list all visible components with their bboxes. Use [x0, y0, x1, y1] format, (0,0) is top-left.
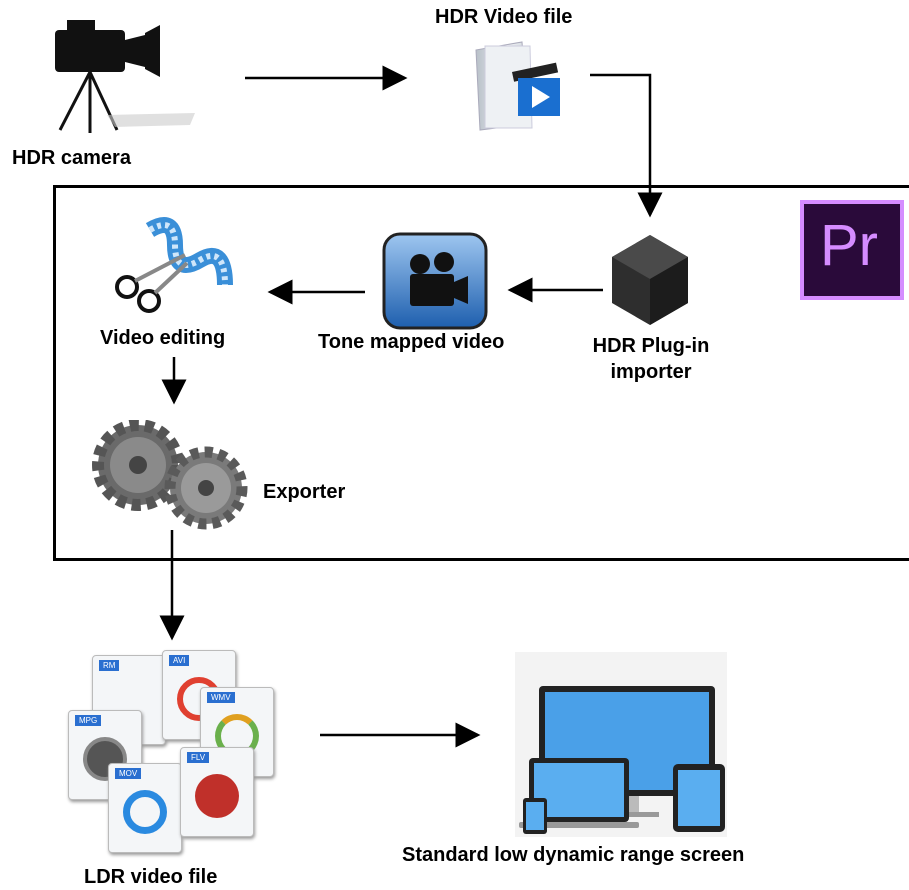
file-format-tag: MPG	[75, 715, 102, 726]
gears-icon	[92, 420, 248, 530]
film-reel-icon	[83, 737, 127, 781]
file-icon-mpg: MPG	[68, 710, 142, 800]
plugin-cube-icon	[612, 235, 688, 325]
file-format-tag: MOV	[115, 768, 142, 779]
ldr-video-file-label: LDR video file	[84, 866, 218, 888]
hdr-plugin-label-line2: importer	[610, 361, 692, 383]
film-scissors-icon	[115, 217, 233, 313]
hdr-camera-label: HDR camera	[12, 147, 131, 169]
premiere-region-box	[53, 185, 909, 561]
file-icon-flv: FLV	[180, 747, 254, 837]
video-editing-label: Video editing	[100, 327, 226, 349]
file-format-tag: FLV	[187, 752, 210, 763]
hdr-video-file-label: HDR Video file	[435, 6, 573, 28]
movie-camera-app-icon	[382, 232, 488, 330]
premiere-logo-text: Pr	[820, 213, 878, 278]
file-format-tag: RM	[99, 660, 120, 671]
tone-mapped-video-label: Tone mapped video	[318, 331, 505, 353]
quicktime-icon	[123, 790, 167, 834]
video-file-icon	[475, 41, 560, 131]
video-camera-icon	[55, 20, 195, 133]
exporter-label: Exporter	[263, 481, 346, 503]
ldr-file-stack: RM AVI WMV MPG MOV FLV	[60, 645, 275, 860]
devices-screen-icon	[515, 652, 727, 837]
file-icon-mov: MOV	[108, 763, 182, 853]
file-format-tag: WMV	[207, 692, 235, 703]
screen-label: Standard low dynamic range screen	[402, 844, 745, 866]
hdr-plugin-label-line1: HDR Plug-in	[592, 335, 710, 357]
arrow-file-to-plugin	[590, 73, 663, 218]
film-strip-icon	[195, 774, 239, 818]
premiere-logo: Pr	[800, 200, 904, 300]
file-format-tag: AVI	[169, 655, 190, 666]
